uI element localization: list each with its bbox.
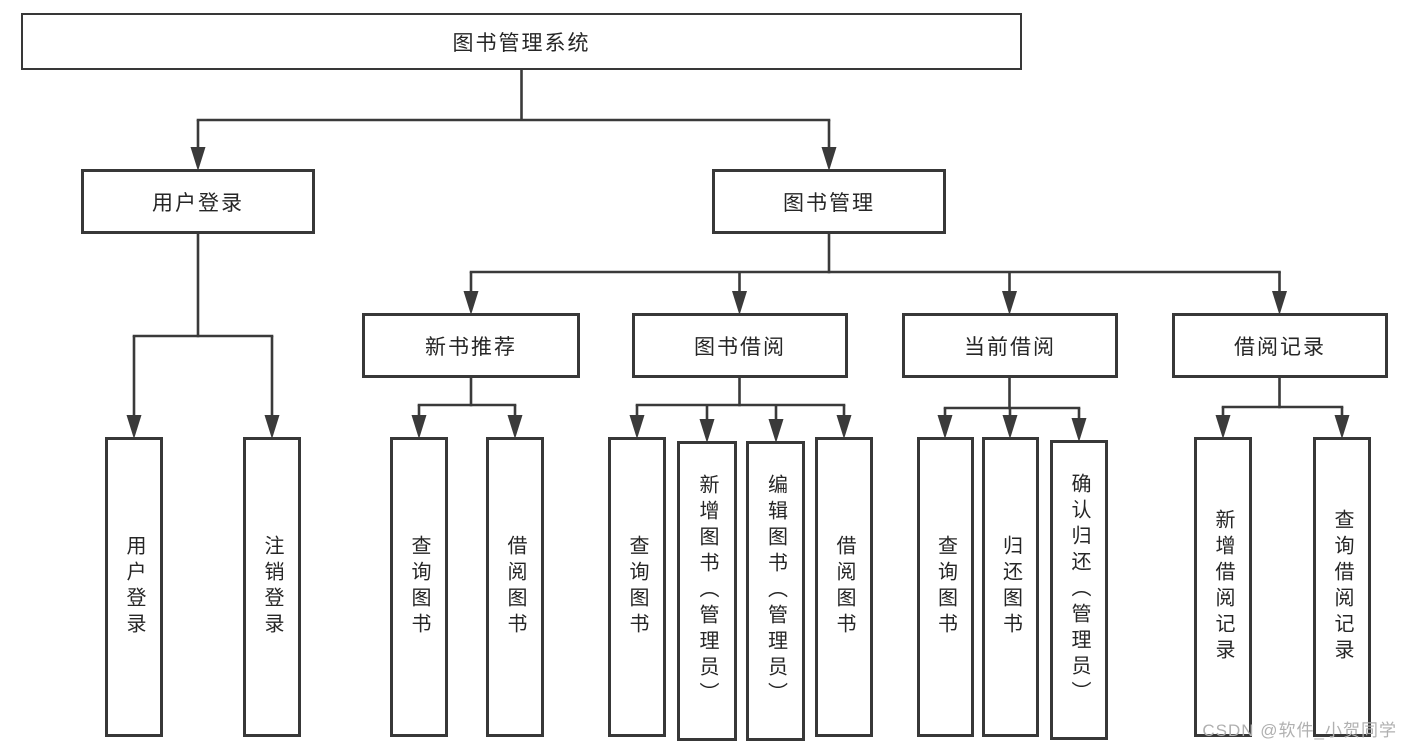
node-label: 图书借阅: [694, 335, 786, 359]
node-label: 归还图书: [999, 535, 1022, 639]
leaf-borrow-books-recommend: 借阅图书: [486, 437, 544, 737]
node-new-book-recommend: 新书推荐: [362, 313, 580, 378]
csdn-watermark: CSDN @软件_小贺同学: [1202, 721, 1397, 740]
leaf-edit-books-admin: 编辑图书（管理员）: [746, 441, 805, 741]
node-book-borrowing: 图书借阅: [632, 313, 848, 378]
leaf-borrow-books: 借阅图书: [815, 437, 873, 737]
node-book-management-module: 图书管理: [712, 169, 946, 234]
node-label: 借阅记录: [1234, 335, 1326, 359]
node-label: 查询借阅记录: [1331, 509, 1353, 665]
leaf-query-books-current: 查询图书: [917, 437, 974, 737]
node-current-borrowing: 当前借阅: [902, 313, 1118, 378]
node-label: 当前借阅: [964, 335, 1056, 359]
leaf-return-books: 归还图书: [982, 437, 1039, 737]
node-user-login-module: 用户登录: [81, 169, 315, 234]
leaf-confirm-return-admin: 确认归还（管理员）: [1050, 440, 1108, 740]
node-label: 注销登录: [261, 535, 283, 639]
leaf-user-login: 用户登录: [105, 437, 163, 737]
leaf-logout: 注销登录: [243, 437, 301, 737]
leaf-add-books-admin: 新增图书（管理员）: [677, 441, 737, 741]
node-label: 查询图书: [626, 535, 648, 639]
leaf-query-borrow-record: 查询借阅记录: [1313, 437, 1371, 737]
node-label: 图书管理系统: [452, 31, 591, 55]
node-root-system: 图书管理系统: [21, 13, 1022, 70]
node-label: 查询图书: [934, 535, 957, 639]
leaf-query-books-borrow: 查询图书: [608, 437, 666, 737]
node-label: 借阅图书: [833, 535, 855, 639]
node-label: 查询图书: [408, 535, 430, 639]
node-label: 新书推荐: [425, 335, 517, 359]
node-label: 新增借阅记录: [1212, 509, 1234, 665]
leaf-add-borrow-record: 新增借阅记录: [1194, 437, 1252, 737]
node-borrowing-records: 借阅记录: [1172, 313, 1388, 378]
node-label: 确认归还（管理员）: [1068, 473, 1090, 707]
node-label: 图书管理: [783, 191, 875, 215]
node-label: 用户登录: [152, 191, 244, 215]
node-label: 用户登录: [123, 535, 145, 639]
leaf-query-books-recommend: 查询图书: [390, 437, 448, 737]
node-label: 借阅图书: [504, 535, 526, 639]
node-label: 新增图书（管理员）: [696, 474, 718, 708]
node-label: 编辑图书（管理员）: [764, 474, 787, 708]
